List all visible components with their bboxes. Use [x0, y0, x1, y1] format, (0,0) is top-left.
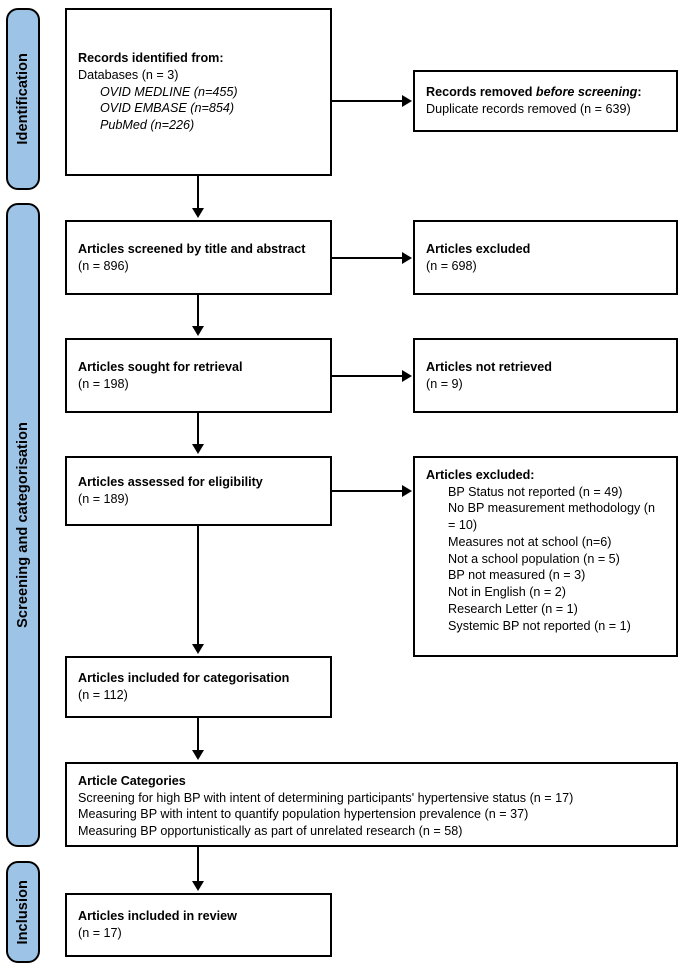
- arrowhead-screened-to-sought: [192, 326, 204, 336]
- connector-assessed-to-excluded: [332, 490, 403, 492]
- records-removed-line-1: Duplicate records removed (n = 639): [426, 102, 631, 116]
- exclusion-reason-3: Measures not at school (n=6): [448, 534, 612, 549]
- records-removed-heading: Records removed before screening:: [426, 84, 665, 101]
- arrowhead-identified-to-screened: [192, 208, 204, 218]
- articles-not-retrieved-count: (n = 9): [426, 376, 463, 391]
- box-articles-sought: Articles sought for retrieval (n = 198): [65, 338, 332, 413]
- connector-categorisation-to-categories: [197, 718, 199, 752]
- included-review-count: (n = 17): [78, 926, 122, 940]
- connector-sought-to-not-retrieved: [332, 375, 403, 377]
- box-articles-excluded-eligibility: Articles excluded: BP Status not reporte…: [413, 456, 678, 657]
- included-categorisation-heading: Articles included for categorisation: [78, 671, 290, 686]
- articles-excluded-eligibility-heading: Articles excluded:: [426, 468, 535, 482]
- exclusion-reason-7: Research Letter (n = 1): [448, 601, 578, 616]
- connector-screened-to-excluded: [332, 257, 403, 259]
- phase-label-identification: Identification: [15, 53, 31, 145]
- box-included-for-categorisation: Articles included for categorisation (n …: [65, 656, 332, 718]
- articles-excluded-screening-count: (n = 698): [426, 258, 477, 273]
- connector-screened-to-sought: [197, 295, 199, 328]
- articles-sought-heading: Articles sought for retrieval: [78, 359, 243, 374]
- connector-identified-to-screened: [197, 176, 199, 210]
- arrowhead-assessed-to-excluded: [402, 485, 412, 497]
- connector-categories-to-review: [197, 847, 199, 883]
- phase-bar-identification: Identification: [6, 8, 40, 190]
- box-records-identified: Records identified from: Databases (n = …: [65, 8, 332, 176]
- records-removed-heading-suffix: :: [637, 85, 642, 100]
- article-categories-heading: Article Categories: [78, 774, 186, 788]
- arrowhead-categorisation-to-categories: [192, 750, 204, 760]
- box-included-in-review: Articles included in review (n = 17): [65, 893, 332, 957]
- box-articles-excluded-screening: Articles excluded (n = 698): [413, 220, 678, 295]
- box-articles-assessed: Articles assessed for eligibility (n = 1…: [65, 456, 332, 526]
- exclusion-reason-1: BP Status not reported (n = 49): [448, 484, 623, 499]
- records-removed-heading-prefix: Records removed: [426, 85, 536, 100]
- box-records-removed: Records removed before screening: Duplic…: [413, 70, 678, 132]
- connector-sought-to-assessed: [197, 413, 199, 446]
- box-article-categories: Article Categories Screening for high BP…: [65, 762, 678, 847]
- articles-sought-count: (n = 198): [78, 376, 129, 391]
- phase-bar-screening: Screening and categorisation: [6, 203, 40, 847]
- records-identified-source-3: PubMed (n=226): [100, 118, 195, 133]
- box-articles-screened: Articles screened by title and abstract …: [65, 220, 332, 295]
- exclusion-reason-2: No BP measurement methodology (n = 10): [448, 501, 659, 533]
- records-identified-source-1: OVID MEDLINE (n=455): [100, 84, 238, 99]
- exclusion-reason-4: Not a school population (n = 5): [448, 551, 620, 566]
- records-removed-heading-italic: before screening: [535, 85, 638, 100]
- phase-label-inclusion: Inclusion: [15, 879, 31, 945]
- exclusion-reason-6: Not in English (n = 2): [448, 585, 566, 600]
- arrowhead-identified-to-removed: [402, 95, 412, 107]
- exclusion-reason-8: Systemic BP not reported (n = 1): [448, 618, 631, 633]
- arrowhead-sought-to-assessed: [192, 444, 204, 454]
- articles-screened-count: (n = 896): [78, 258, 129, 273]
- articles-excluded-screening-heading: Articles excluded: [426, 241, 531, 256]
- article-category-1: Screening for high BP with intent of det…: [78, 790, 574, 805]
- exclusion-reason-5: BP not measured (n = 3): [448, 568, 586, 583]
- included-categorisation-count: (n = 112): [78, 688, 128, 702]
- arrowhead-screened-to-excluded: [402, 252, 412, 264]
- box-articles-not-retrieved: Articles not retrieved (n = 9): [413, 338, 678, 413]
- articles-screened-heading: Articles screened by title and abstract: [78, 241, 306, 256]
- connector-assessed-to-categorisation: [197, 526, 199, 646]
- article-category-3: Measuring BP opportunistically as part o…: [78, 824, 463, 839]
- included-review-heading: Articles included in review: [78, 909, 237, 924]
- articles-not-retrieved-heading: Articles not retrieved: [426, 359, 552, 374]
- articles-assessed-heading: Articles assessed for eligibility: [78, 475, 263, 490]
- articles-assessed-count: (n = 189): [78, 492, 129, 506]
- records-identified-databases: Databases (n = 3): [78, 67, 179, 82]
- connector-identified-to-removed: [332, 100, 403, 102]
- phase-label-screening: Screening and categorisation: [15, 422, 31, 628]
- records-identified-heading: Records identified from:: [78, 51, 224, 66]
- phase-bar-inclusion: Inclusion: [6, 861, 40, 963]
- article-category-2: Measuring BP with intent to quantify pop…: [78, 807, 529, 822]
- arrowhead-categories-to-review: [192, 881, 204, 891]
- records-identified-source-2: OVID EMBASE (n=854): [100, 101, 235, 116]
- arrowhead-assessed-to-categorisation: [192, 644, 204, 654]
- arrowhead-sought-to-not-retrieved: [402, 370, 412, 382]
